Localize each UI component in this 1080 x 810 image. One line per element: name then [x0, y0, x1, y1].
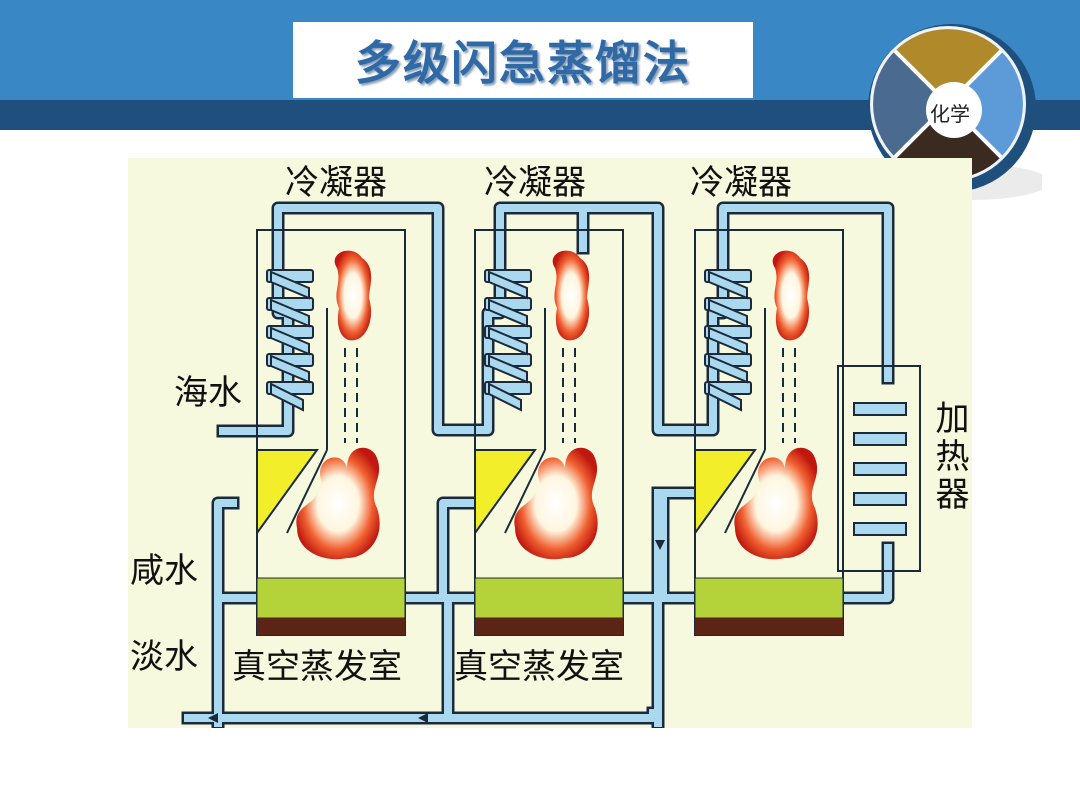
seawater-label: 海水	[174, 373, 242, 413]
heater-label: 加热器	[929, 400, 969, 514]
chamber-label-2: 真空蒸发室	[454, 647, 624, 687]
freshwater-label: 淡水	[130, 637, 198, 677]
condenser-label-1: 冷凝器	[285, 163, 387, 203]
slide-title: 多级闪急蒸馏法	[355, 36, 691, 90]
logo-text: 化学	[930, 102, 970, 126]
heater	[837, 365, 921, 572]
title-box: 多级闪急蒸馏法	[293, 22, 753, 98]
flash-distillation-diagram: 冷凝器 冷凝器 冷凝器 海水 加热器 咸水 淡水 真空蒸发室 真空蒸发室	[128, 158, 972, 728]
chamber-label-1: 真空蒸发室	[232, 647, 402, 687]
brine-label: 咸水	[130, 551, 198, 591]
condenser-label-3: 冷凝器	[690, 163, 792, 203]
condenser-label-2: 冷凝器	[484, 163, 586, 203]
